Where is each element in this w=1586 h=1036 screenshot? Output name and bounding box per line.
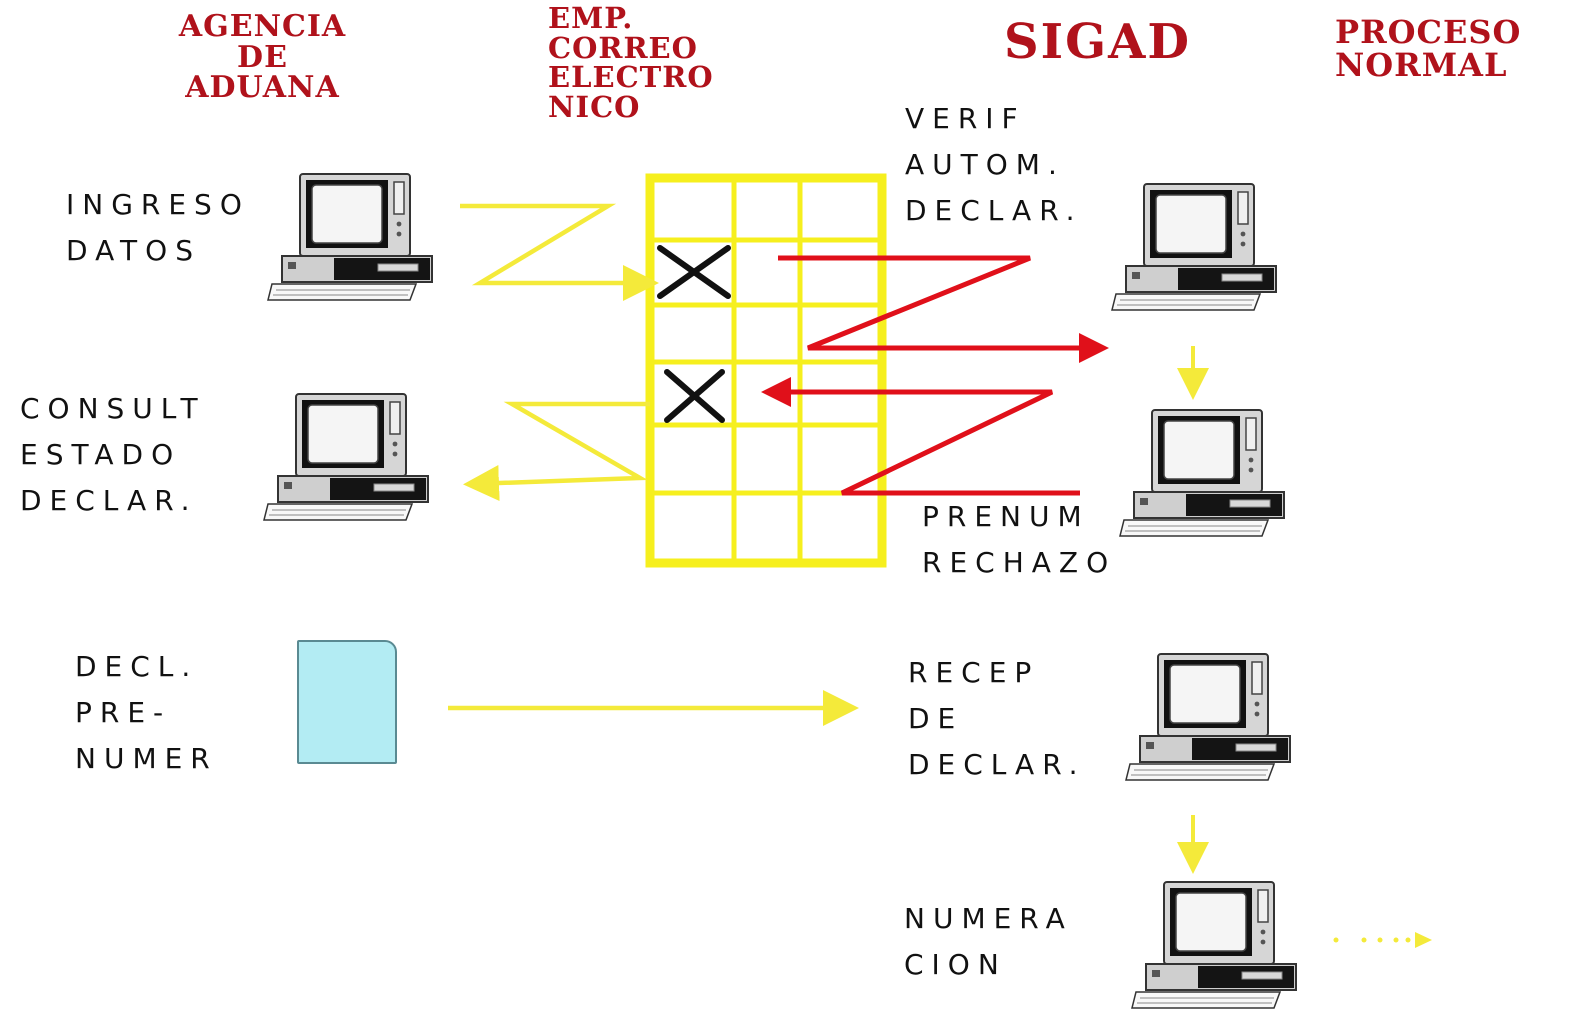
flow-rechazo-to-mailbox [761, 377, 1080, 496]
header-proceso-normal: PROCESO NORMAL [1335, 13, 1522, 84]
label-verif-autom-declar: VERIF AUTOM. DECLAR. [905, 102, 1083, 227]
label-ingreso-datos: INGRESO DATOS [66, 188, 250, 267]
desktop-computer-icon [1130, 880, 1300, 1010]
header-agencia-de-aduana: AGENCIA DE ADUANA [178, 9, 347, 106]
header-emp-correo-electronico: EMP. CORREO ELECTRO NICO [548, 1, 714, 124]
x-mark-icon [657, 245, 731, 299]
flow-to-proceso-normal [1333, 932, 1432, 948]
label-numeracion: NUMERA CION [904, 902, 1073, 981]
desktop-computer-icon [1110, 182, 1280, 312]
flow-mailbox-to-verif [778, 255, 1109, 363]
desktop-computer-icon [262, 392, 432, 522]
x-mark-icon [664, 369, 725, 423]
label-decl-pre-numer: DECL. PRE- NUMER [75, 650, 218, 775]
document-icon [297, 640, 397, 764]
flow-mailbox-to-consult [463, 401, 650, 502]
flow-ingreso-to-mailbox [460, 203, 659, 301]
mailbox-grid [645, 173, 887, 568]
desktop-computer-icon [1124, 652, 1294, 782]
label-prenum-rechazo: PRENUM RECHAZO [922, 500, 1117, 579]
label-recep-de-declar: RECEP DE DECLAR. [908, 656, 1086, 781]
label-consult-estado-declar: CONSULT ESTADO DECLAR. [20, 392, 206, 517]
header-sigad: SIGAD [1004, 14, 1191, 70]
desktop-computer-icon [266, 172, 436, 302]
desktop-computer-icon [1118, 408, 1288, 538]
